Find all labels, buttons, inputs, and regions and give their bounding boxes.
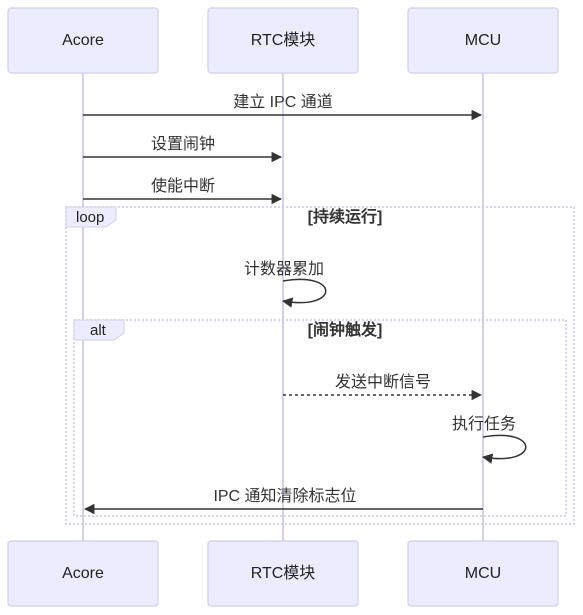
actor-acore-bottom-label: Acore <box>62 565 104 582</box>
message-set-alarm: 设置闹钟 <box>83 135 283 163</box>
fragment-alt: alt [闹钟触发] <box>73 319 567 517</box>
message-ipc-clear-flag: IPC 通知清除标志位 <box>83 487 483 515</box>
fragment-alt-kind: alt <box>90 322 107 339</box>
message-ipc-clear-flag-label: IPC 通知清除标志位 <box>213 487 356 505</box>
actor-acore-top: Acore <box>7 7 159 74</box>
actor-rtc-bottom-label: RTC模块 <box>251 564 316 582</box>
message-counter-accumulate-label: 计数器累加 <box>244 260 324 278</box>
message-enable-interrupt-label: 使能中断 <box>151 177 215 195</box>
fragment-loop-condition: [持续运行] <box>308 207 383 226</box>
actor-rtc-top: RTC模块 <box>207 7 359 74</box>
actor-rtc-top-label: RTC模块 <box>251 31 316 49</box>
actor-mcu-bottom: MCU <box>407 540 559 607</box>
actor-acore-top-label: Acore <box>62 32 104 49</box>
message-execute-task-label: 执行任务 <box>452 415 516 433</box>
message-send-interrupt-signal-label: 发送中断信号 <box>335 373 431 391</box>
actor-rtc-bottom: RTC模块 <box>207 540 359 607</box>
message-establish-ipc-label: 建立 IPC 通道 <box>233 93 333 111</box>
message-establish-ipc: 建立 IPC 通道 <box>83 93 483 121</box>
fragment-alt-condition: [闹钟触发] <box>308 320 383 339</box>
fragment-loop-kind: loop <box>76 209 104 226</box>
actor-acore-bottom: Acore <box>7 540 159 607</box>
actor-mcu-top-label: MCU <box>465 32 501 49</box>
message-counter-accumulate: 计数器累加 <box>244 260 327 308</box>
message-send-interrupt-signal: 发送中断信号 <box>283 373 483 401</box>
message-enable-interrupt: 使能中断 <box>83 177 283 205</box>
actor-mcu-bottom-label: MCU <box>465 565 501 582</box>
fragment-loop: loop [持续运行] <box>65 206 575 525</box>
message-set-alarm-label: 设置闹钟 <box>151 135 215 153</box>
message-execute-task: 执行任务 <box>452 415 527 464</box>
actor-mcu-top: MCU <box>407 7 559 74</box>
